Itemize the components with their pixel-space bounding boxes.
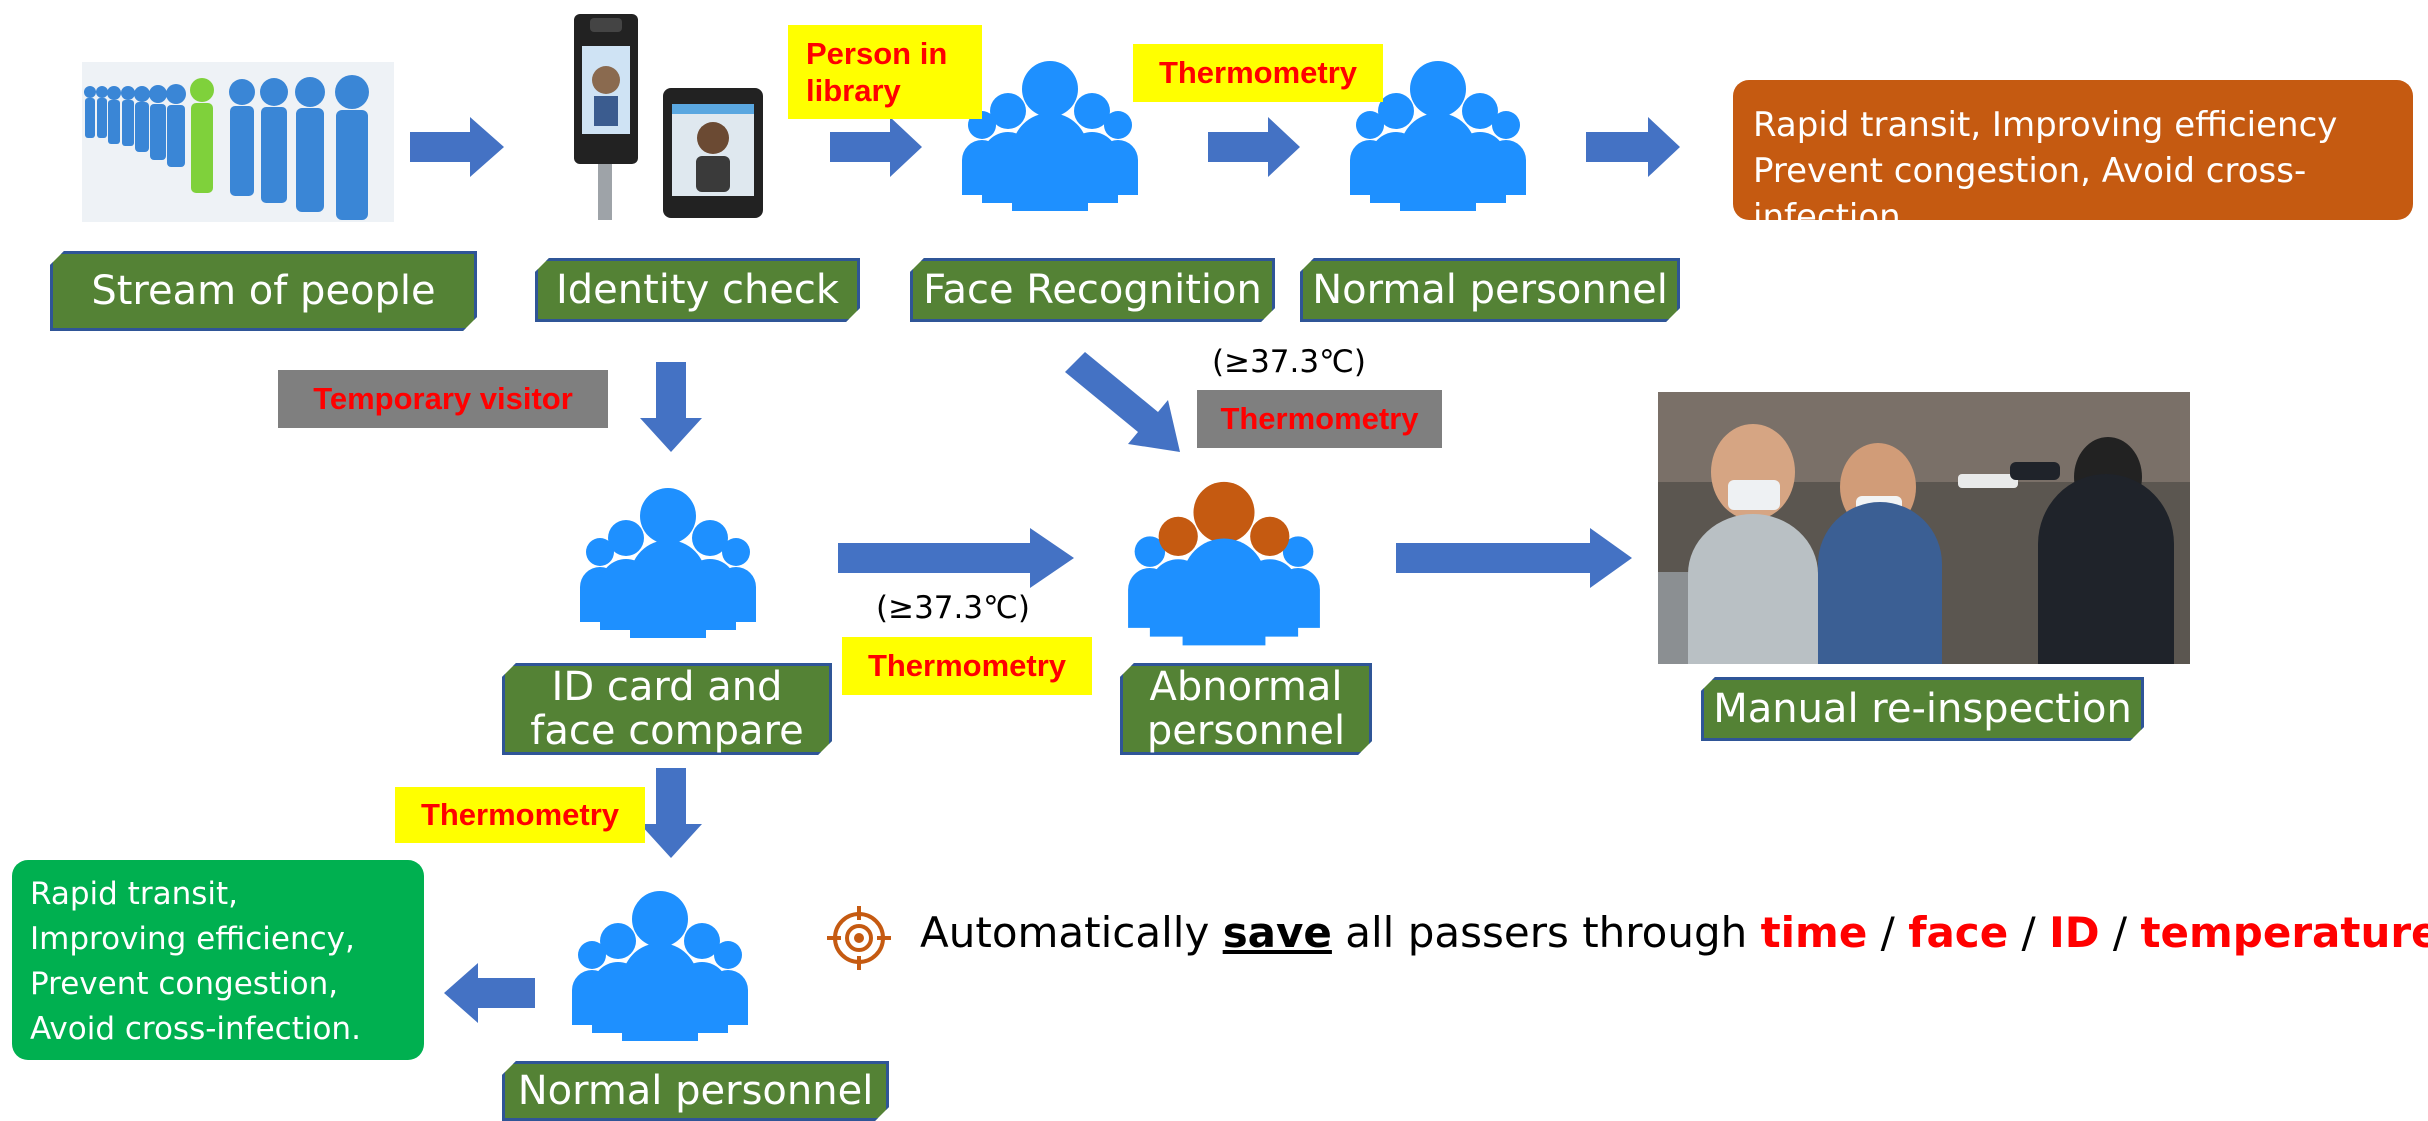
result-text-line2: Improving efficiency, bbox=[30, 921, 355, 957]
label-text: Normal personnel bbox=[517, 1068, 874, 1114]
message-middle: all passers through bbox=[1345, 908, 1748, 957]
label-face-recognition: Face Recognition bbox=[910, 258, 1275, 322]
result-text-line1: Rapid transit, bbox=[30, 876, 238, 912]
label-text: Face Recognition bbox=[923, 267, 1262, 313]
result-box-green: Rapid transit, Improving efficiency, Pre… bbox=[12, 860, 424, 1060]
tag-person-in-library: Person in library bbox=[788, 25, 982, 119]
tag-thermometry-gray: Thermometry bbox=[1197, 390, 1442, 448]
message-prefix: Automatically bbox=[920, 908, 1210, 957]
tag-text: Thermometry bbox=[1158, 55, 1358, 90]
crowd-icon-abnormal bbox=[1128, 481, 1320, 646]
label-id-card-face-compare: ID card and face compare bbox=[502, 663, 832, 755]
message-temperature: temperature bbox=[2140, 908, 2428, 957]
message-face: face bbox=[1908, 908, 2009, 957]
tag-text: Thermometry bbox=[1220, 401, 1419, 436]
tag-text: Thermometry bbox=[867, 648, 1067, 683]
message-save: save bbox=[1222, 908, 1332, 957]
message-time: time bbox=[1760, 908, 1868, 957]
crowd-icon-normal-bottom bbox=[572, 891, 748, 1041]
inspection-photo bbox=[1658, 392, 2190, 664]
message-separator: / bbox=[1880, 908, 1895, 957]
tag-line1: Person in bbox=[806, 35, 948, 71]
label-text: Stream of people bbox=[91, 268, 436, 314]
label-normal-personnel-top: Normal personnel bbox=[1300, 258, 1680, 322]
label-text-line2: personnel bbox=[1146, 708, 1346, 754]
result-text-line4: Avoid cross-infection. bbox=[30, 1011, 361, 1047]
tag-text: Temporary visitor bbox=[313, 381, 573, 416]
arrow-identity-down bbox=[640, 362, 702, 452]
label-text-line1: ID card and bbox=[551, 664, 783, 710]
label-text-line1: Abnormal bbox=[1149, 664, 1343, 710]
result-box-orange: Rapid transit, Improving efficiency Prev… bbox=[1733, 80, 2413, 237]
arrow-identity-to-face bbox=[830, 117, 922, 177]
temperature-threshold-note-lower: (≥37.3℃) bbox=[876, 590, 1031, 626]
people-queue-image bbox=[82, 62, 394, 222]
arrow-face-to-normal bbox=[1208, 117, 1300, 177]
label-normal-personnel-bottom: Normal personnel bbox=[502, 1061, 889, 1121]
tag-line2: library bbox=[806, 73, 901, 108]
tag-thermometry-top: Thermometry bbox=[1133, 44, 1383, 102]
target-icon bbox=[827, 906, 891, 970]
label-manual-reinspection: Manual re-inspection bbox=[1701, 677, 2144, 741]
auto-save-message: Automatically save all passers through t… bbox=[920, 908, 2428, 957]
temperature-threshold-note-upper: (≥37.3℃) bbox=[1212, 344, 1367, 380]
face-terminal-icon bbox=[574, 14, 763, 220]
arrow-face-to-abnormal bbox=[1065, 352, 1180, 452]
arrow-compare-down bbox=[640, 768, 702, 858]
tag-thermometry-bottom: Thermometry bbox=[395, 787, 645, 843]
message-id: ID bbox=[2049, 908, 2100, 957]
arrow-abnormal-to-manual bbox=[1396, 528, 1632, 588]
result-text-line3: Prevent congestion, bbox=[30, 966, 339, 1002]
arrow-normal-to-result bbox=[1586, 117, 1680, 177]
label-identity-check: Identity check bbox=[535, 258, 860, 322]
tag-thermometry-mid: Thermometry bbox=[842, 637, 1092, 695]
result-text-line2: Prevent congestion, Avoid cross-infectio… bbox=[1753, 151, 2307, 237]
arrow-stream-to-identity bbox=[410, 117, 504, 177]
label-text-line2: face compare bbox=[530, 708, 804, 754]
label-abnormal-personnel: Abnormal personnel bbox=[1120, 663, 1372, 755]
result-text-line1: Rapid transit, Improving efficiency bbox=[1753, 105, 2338, 145]
arrow-normal-to-green bbox=[444, 963, 535, 1023]
label-stream-of-people: Stream of people bbox=[50, 251, 477, 331]
label-text: Identity check bbox=[555, 267, 840, 313]
crowd-icon-compare bbox=[580, 488, 756, 638]
label-text: Manual re-inspection bbox=[1713, 686, 2132, 732]
message-separator: / bbox=[2112, 908, 2128, 957]
label-text: Normal personnel bbox=[1312, 267, 1668, 313]
arrow-compare-to-abnormal bbox=[838, 528, 1074, 588]
tag-temporary-visitor: Temporary visitor bbox=[278, 370, 608, 428]
message-separator: / bbox=[2021, 908, 2036, 957]
tag-text: Thermometry bbox=[420, 797, 620, 832]
